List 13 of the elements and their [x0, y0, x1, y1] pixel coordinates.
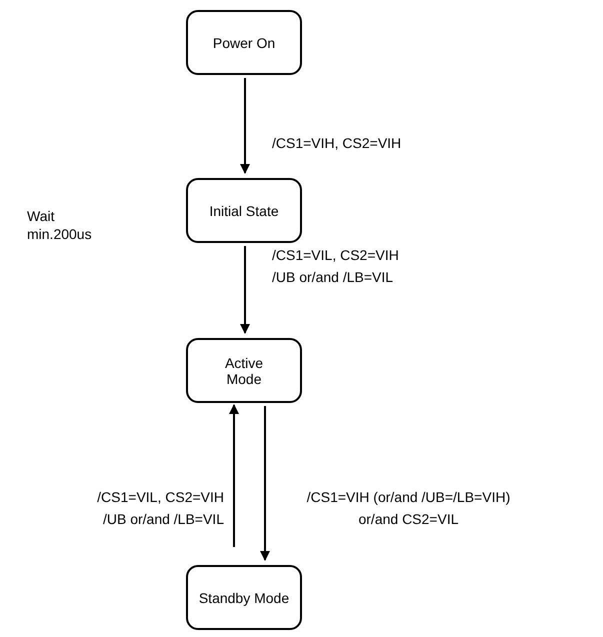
arrow [229, 404, 239, 547]
edge-label: /CS1=VIH (or/and /UB=/LB=VIH) or/and CS2=VIL [306, 488, 512, 529]
state-box: Initial State [186, 178, 302, 243]
arrow [240, 78, 250, 174]
edge-label: /CS1=VIH, CS2=VIH [272, 134, 402, 153]
arrow [260, 406, 270, 561]
state-box: Standby Mode [186, 565, 302, 630]
edge-label: /CS1=VIL, CS2=VIH /UB or/and /LB=VIL [272, 246, 400, 287]
timing-note: Wait min.200us [27, 207, 93, 244]
edge-label: /CS1=VIL, CS2=VIH /UB or/and /LB=VIL [96, 488, 224, 529]
arrow [240, 246, 250, 334]
state-box: Active Mode [186, 338, 302, 403]
state-box: Power On [186, 10, 302, 75]
